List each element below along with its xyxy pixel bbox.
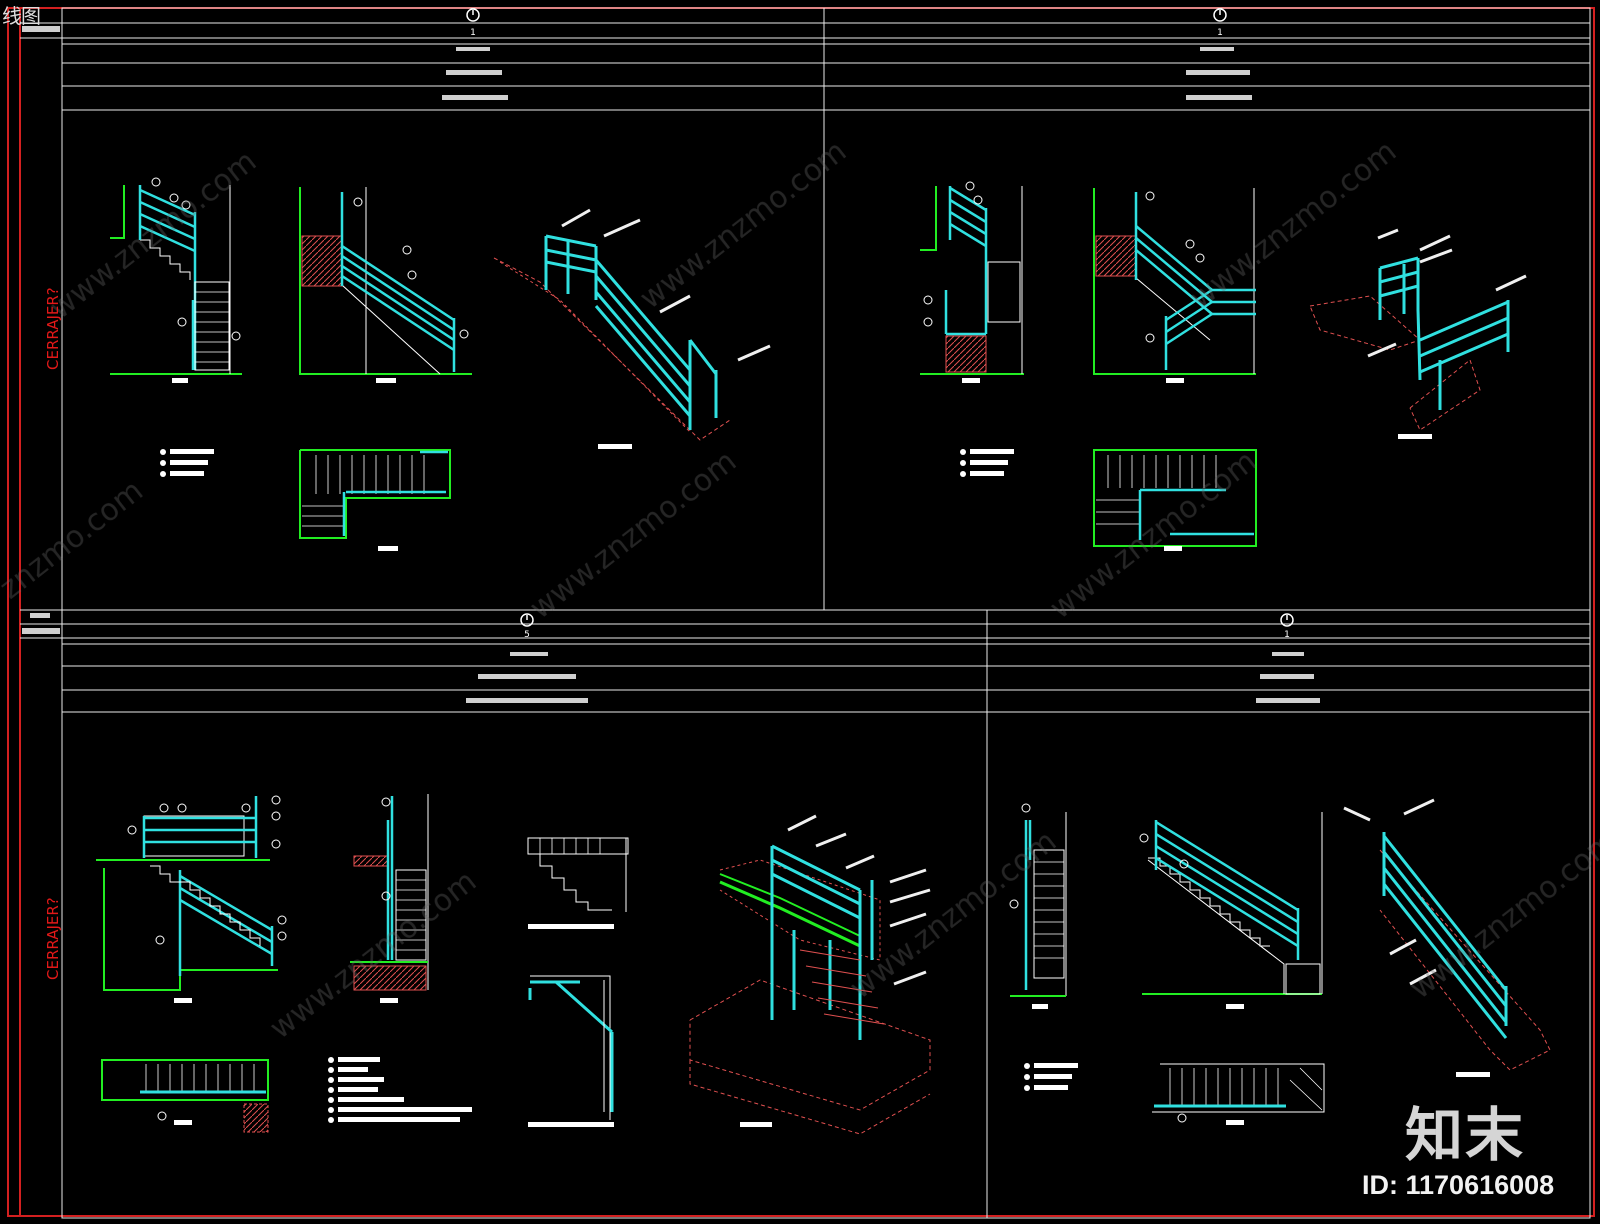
panel-3-plan [101,1059,269,1133]
side-label-bottom: CERRAJER? [44,897,62,980]
panel-4-number: 1 [1284,630,1290,640]
panel-3-step-detail-a [527,837,629,929]
panel-4-legend [1024,1063,1078,1091]
panel-2-drawings [920,186,1510,551]
panel-3-drawings [96,794,931,1135]
svg-text:www.znzmo.com: www.znzmo.com [1183,134,1403,316]
panel-4-plan [1152,1063,1325,1125]
panel-1-elevation-b [299,187,472,383]
panel-markers [466,8,1294,627]
svg-text:www.znzmo.com: www.znzmo.com [843,824,1063,1006]
panel-3-step-detail-b [528,975,614,1127]
panel-1-isometric [493,234,731,449]
leader-tags [561,208,1527,986]
panel-2-legend [960,449,1014,477]
side-label-top: CERRAJER? [44,287,62,370]
svg-text:www.znzmo.com: www.znzmo.com [263,864,483,1046]
svg-text:znzmo.com: znzmo.com [0,473,150,606]
panel-3-isometric [689,844,931,1135]
image-id-label: ID: 1170616008 [1362,1170,1555,1200]
watermark-pattern: www.znzmo.com www.znzmo.com www.znzmo.co… [0,134,1600,1046]
panel-4-elevation-a [1010,812,1067,1009]
panel-numbers: 1 1 5 1 [470,28,1290,640]
corner-title: 线图 [2,4,41,28]
panel-1-plan [299,449,451,551]
watermark-logo: 知末 [1405,1101,1526,1169]
panel-1-number: 1 [470,28,476,38]
panel-2-plan [1093,449,1257,551]
callouts [127,177,1205,1123]
panel-2-elevation-a [920,186,1024,383]
panel-2-elevation-b [1093,188,1256,383]
panel-4-elevation-b [1142,812,1323,1009]
panel-4-drawings [1010,812,1551,1125]
panel-4-isometric [1379,832,1551,1077]
panel-3-number: 5 [524,630,530,640]
panel-3-legend [328,1057,472,1123]
panel-3-elevation-a [96,796,278,1003]
title-block-text-marks [22,26,1320,703]
svg-text:www.znzmo.com: www.znzmo.com [523,444,743,626]
panel-1-elevation-a [110,185,242,383]
panel-1-drawings [110,185,731,551]
panel-1-legend [160,449,214,477]
title-block-grid [20,7,1591,1219]
panel-2-isometric [1309,256,1510,439]
panel-2-number: 1 [1217,28,1223,38]
svg-text:www.znzmo.com: www.znzmo.com [633,134,853,316]
panel-3-elevation-b [350,794,429,1003]
